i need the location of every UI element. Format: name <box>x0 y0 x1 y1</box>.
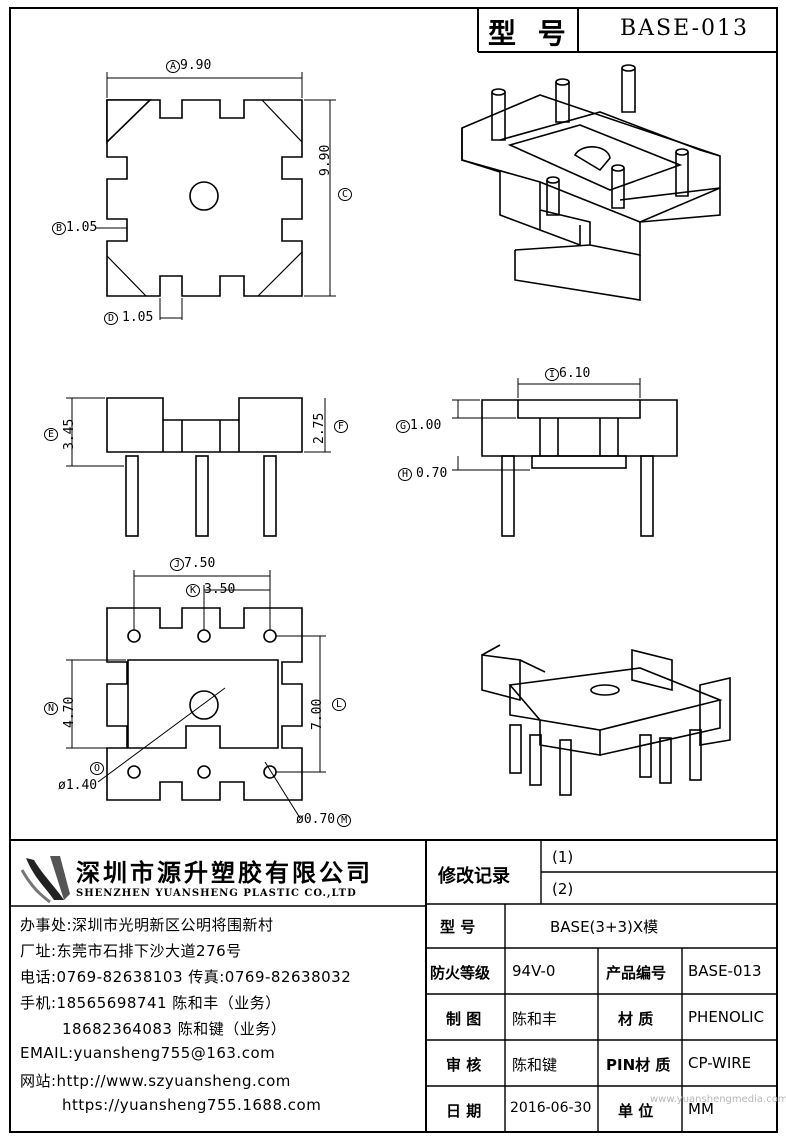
tb-material-label: 材 质 <box>618 1010 654 1028</box>
office-address: 办事处:深圳市光明新区公明将围新村 <box>20 916 274 934</box>
front-view-left <box>66 397 331 537</box>
tb-drawn-label: 制 图 <box>446 1010 482 1028</box>
tb-checked-value: 陈和键 <box>512 1056 558 1074</box>
tb-model-value: BASE(3+3)X模 <box>550 918 659 936</box>
revision-2: (2) <box>552 880 574 898</box>
phone-fax: 电话:0769-82638103 传真:0769-82638032 <box>20 968 352 986</box>
sheet-border <box>9 7 778 1133</box>
tb-unit-value: MM <box>688 1100 714 1118</box>
tb-drawn-value: 陈和丰 <box>512 1010 558 1028</box>
mobile-2: 18682364083 陈和键（业务） <box>62 1020 287 1038</box>
tb-product-code-label: 产品编号 <box>606 964 667 982</box>
tb-fire-value: 94V-0 <box>512 962 556 980</box>
top-view <box>96 72 336 320</box>
tb-pin-material-label: PIN材 质 <box>606 1056 671 1074</box>
iso-view-top <box>461 64 721 301</box>
company-name-en: SHENZHEN YUANSHENG PLASTIC CO.,LTD <box>76 888 357 899</box>
tb-material-value: PHENOLIC <box>688 1008 765 1026</box>
watermark: www.yuanshengmedia.com <box>650 1094 786 1105</box>
model-code: BASE-013 <box>620 16 750 41</box>
company-name-cn: 深圳市源升塑胶有限公司 <box>76 859 373 887</box>
title-block-lines <box>10 839 777 1132</box>
dim-E-letter: E <box>44 426 59 441</box>
tb-date-value: 2016-06-30 <box>510 1100 592 1116</box>
email: EMAIL:yuansheng755@163.com <box>20 1044 276 1062</box>
tb-fire-label: 防火等级 <box>430 964 491 982</box>
tb-model-label: 型 号 <box>440 918 476 936</box>
dim-C-value: 9.90 <box>318 144 333 176</box>
tb-pin-material-value: CP-WIRE <box>688 1054 752 1072</box>
mobile-1: 手机:18565698741 陈和丰（业务） <box>20 994 281 1012</box>
dim-E-value: 3.45 <box>62 418 77 450</box>
dim-O-letter: O <box>90 760 105 775</box>
dim-C-letter: C <box>338 186 353 201</box>
iso-view-bottom <box>481 644 731 796</box>
bottom-view <box>66 570 326 819</box>
dim-L-letter: L <box>332 696 347 711</box>
tb-checked-label: 审 核 <box>446 1056 482 1074</box>
dim-N-letter: N <box>44 700 59 715</box>
dim-O-value: ø1.40 <box>58 778 98 793</box>
dim-N-value: 4.70 <box>62 696 77 728</box>
model-label: 型 号 <box>488 17 572 50</box>
dim-L-value: 7.00 <box>310 698 325 730</box>
revision-label: 修改记录 <box>438 866 510 887</box>
company-logo <box>20 856 70 904</box>
tb-unit-label: 单 位 <box>618 1102 654 1120</box>
tb-product-code-value: BASE-013 <box>688 962 762 980</box>
side-view-right <box>452 378 678 537</box>
dim-F-value: 2.75 <box>312 412 327 444</box>
website-2[interactable]: https://yuansheng755.1688.com <box>62 1096 322 1114</box>
revision-1: (1) <box>552 848 574 866</box>
dim-F-letter: F <box>334 418 349 433</box>
website-1[interactable]: 网站:http://www.szyuansheng.com <box>20 1072 291 1090</box>
factory-address: 厂址:东莞市石排下沙大道276号 <box>20 942 242 960</box>
tb-date-label: 日 期 <box>446 1102 482 1120</box>
